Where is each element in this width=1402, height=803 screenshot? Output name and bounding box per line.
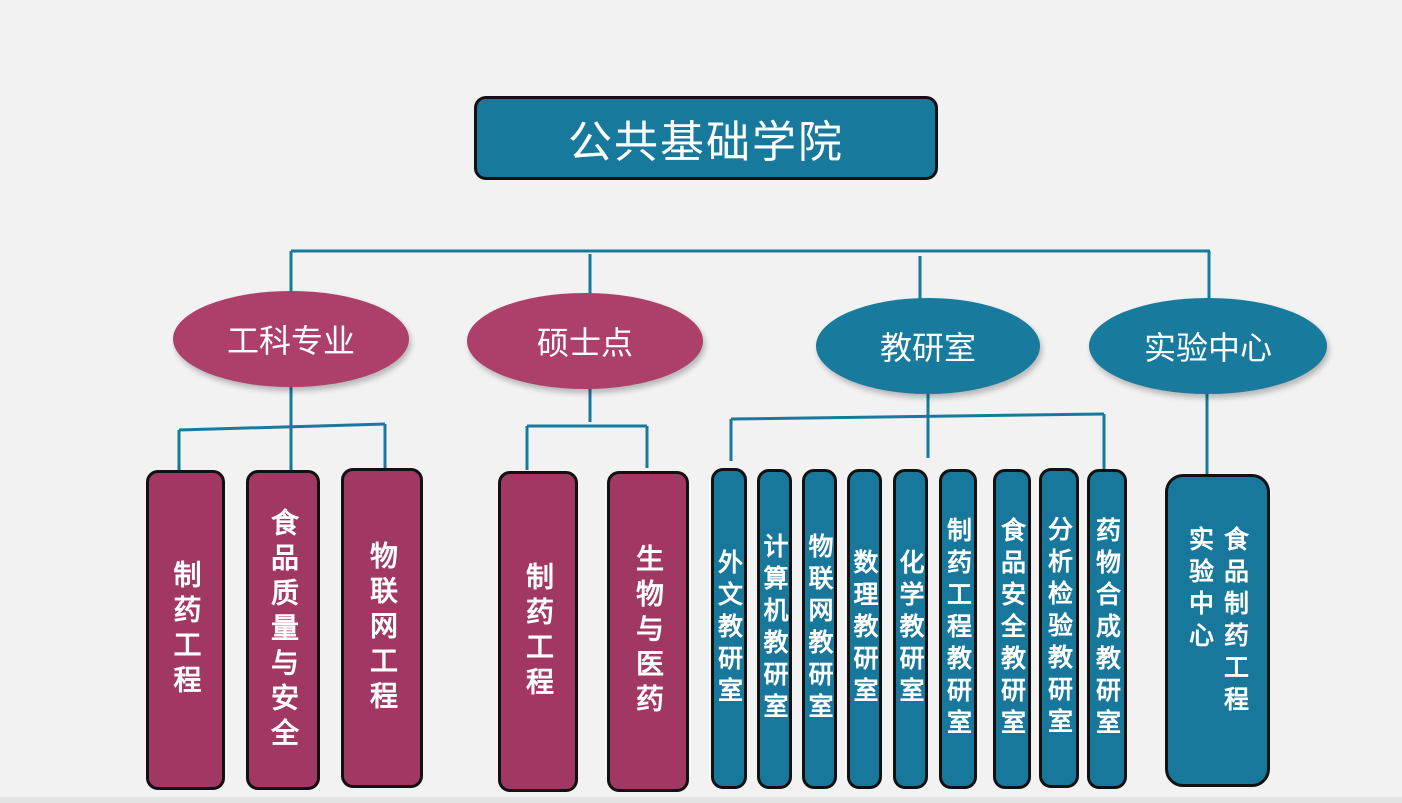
office-label: 数理教研室 xyxy=(850,549,879,709)
major-label: 物联网工程 xyxy=(366,540,399,716)
category-engineering-majors: 工科专业 xyxy=(173,291,409,387)
major-node: 制药工程 xyxy=(146,470,225,790)
master-label: 制药工程 xyxy=(522,561,555,702)
root-node-college: 公共基础学院 xyxy=(474,96,938,180)
root-label: 公共基础学院 xyxy=(568,117,844,168)
office-node: 分析检验教研室 xyxy=(1039,468,1079,788)
category-lab-center: 实验中心 xyxy=(1089,298,1327,394)
office-node: 制药工程教研室 xyxy=(939,469,977,789)
office-label: 药物合成教研室 xyxy=(1092,517,1122,741)
lab-center-node: 食品制药工程实验中心 xyxy=(1165,474,1270,787)
major-label: 制药工程 xyxy=(169,560,203,700)
category-label: 硕士点 xyxy=(536,324,633,362)
office-node: 数理教研室 xyxy=(847,469,882,789)
category-label: 工科专业 xyxy=(226,322,355,360)
office-node: 食品安全教研室 xyxy=(993,469,1031,789)
category-masters-programs: 硕士点 xyxy=(467,293,703,389)
major-node: 食品质量与安全 xyxy=(246,470,320,790)
office-label: 外文教研室 xyxy=(714,548,744,709)
office-label: 计算机教研室 xyxy=(760,533,789,725)
category-teaching-offices: 教研室 xyxy=(816,298,1040,394)
master-node: 生物与医药 xyxy=(607,471,689,792)
office-label: 化学教研室 xyxy=(896,549,925,709)
category-label: 实验中心 xyxy=(1143,329,1272,367)
master-label: 生物与医药 xyxy=(632,544,665,719)
majors-bus xyxy=(178,422,386,432)
office-label: 食品安全教研室 xyxy=(997,517,1027,741)
offices-bus xyxy=(730,412,1105,421)
bottom-strip xyxy=(0,797,1402,803)
category-label: 教研室 xyxy=(879,329,976,367)
office-label: 分析检验教研室 xyxy=(1044,516,1074,740)
office-node: 化学教研室 xyxy=(893,469,928,789)
office-label: 物联网教研室 xyxy=(805,533,834,725)
office-node: 药物合成教研室 xyxy=(1087,469,1127,789)
office-label: 制药工程教研室 xyxy=(943,517,973,741)
office-node: 外文教研室 xyxy=(711,468,747,789)
office-node: 计算机教研室 xyxy=(757,469,792,789)
major-node: 物联网工程 xyxy=(341,468,423,788)
master-node: 制药工程 xyxy=(498,471,578,792)
office-node: 物联网教研室 xyxy=(802,469,837,789)
lab-center-label: 食品制药工程实验中心 xyxy=(1185,525,1250,718)
major-label: 食品质量与安全 xyxy=(267,507,300,753)
